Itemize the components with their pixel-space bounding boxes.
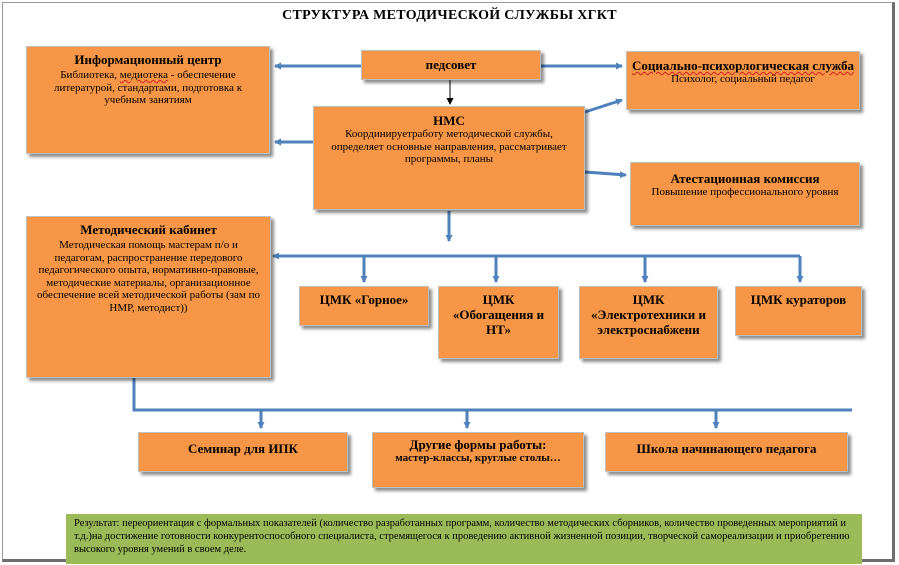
- arrow-nms-to-social: [584, 98, 623, 114]
- nms-title: НМС: [433, 113, 465, 128]
- box-attest: Атестационная комиссия Повышение професс…: [630, 162, 860, 226]
- info-center-desc-post: - обеспечение литературой, стандартами, …: [53, 69, 243, 106]
- box-method-cabinet: Методический кабинет Методическая помощь…: [26, 216, 271, 378]
- other-forms-title: Другие формы работы:: [409, 437, 547, 452]
- cmk-4-label: ЦМК кураторов: [750, 292, 847, 307]
- info-center-title: Информационный центр: [74, 52, 222, 67]
- social-title: Социально-психорлогическая служба: [631, 58, 855, 73]
- cmk-1-label: ЦМК «Горное»: [319, 292, 409, 307]
- method-cabinet-desc: Методическая помощь мастерам п/о и педаг…: [37, 239, 260, 314]
- result-text: Результат: переориентация с формальных п…: [74, 518, 850, 555]
- box-seminar: Семинар для ИПК: [138, 432, 348, 472]
- cmk-3-label: ЦМК «Электротехники и электроснабжени: [591, 292, 706, 337]
- box-info-center: Информационный центр Библиотека, медиоте…: [26, 46, 270, 154]
- box-cmk-gornoe: ЦМК «Горное»: [299, 286, 429, 326]
- result-panel: Результат: переориентация с формальных п…: [66, 514, 862, 564]
- other-forms-desc: мастер-классы, круглые столы…: [395, 452, 561, 464]
- info-center-desc-pre: Библиотека,: [60, 69, 120, 81]
- box-cmk-obogashcheniya: ЦМК «Обогащения и НТ»: [438, 286, 559, 359]
- seminar-title: Семинар для ИПК: [188, 441, 298, 456]
- attest-desc: Повышение профессионального уровня: [651, 186, 839, 198]
- box-cmk-kuratorov: ЦМК кураторов: [735, 286, 862, 336]
- method-cabinet-title: Методический кабинет: [80, 222, 217, 237]
- box-nms: НМС Координируетработу методической служ…: [313, 106, 585, 210]
- box-other-forms: Другие формы работы: мастер-классы, круг…: [372, 432, 584, 488]
- attest-title: Атестационная комиссия: [670, 171, 820, 186]
- box-cmk-elektrotekhniki: ЦМК «Электротехники и электроснабжени: [579, 286, 718, 359]
- box-social-service: Социально-психорлогическая служба Психол…: [626, 51, 860, 110]
- box-pedsovet: педсовет: [361, 50, 541, 80]
- info-center-desc-underlined: медиотека: [119, 69, 169, 81]
- social-desc: Психолог, социальный педагог: [671, 73, 815, 85]
- arrow-nms-to-attest: [584, 170, 627, 179]
- box-school: Школа начинающего педагога: [605, 432, 848, 472]
- bottom-bus: [132, 378, 852, 412]
- pedsovet-title: педсовет: [425, 57, 477, 72]
- nms-desc: Координируетработу методической службы, …: [331, 128, 567, 165]
- cmk-2-label: ЦМК «Обогащения и НТ»: [452, 292, 545, 337]
- diagram-title: СТРУКТУРА МЕТОДИЧЕСКОЙ СЛУЖБЫ ХГКТ: [282, 8, 617, 23]
- school-title: Школа начинающего педагога: [636, 441, 817, 456]
